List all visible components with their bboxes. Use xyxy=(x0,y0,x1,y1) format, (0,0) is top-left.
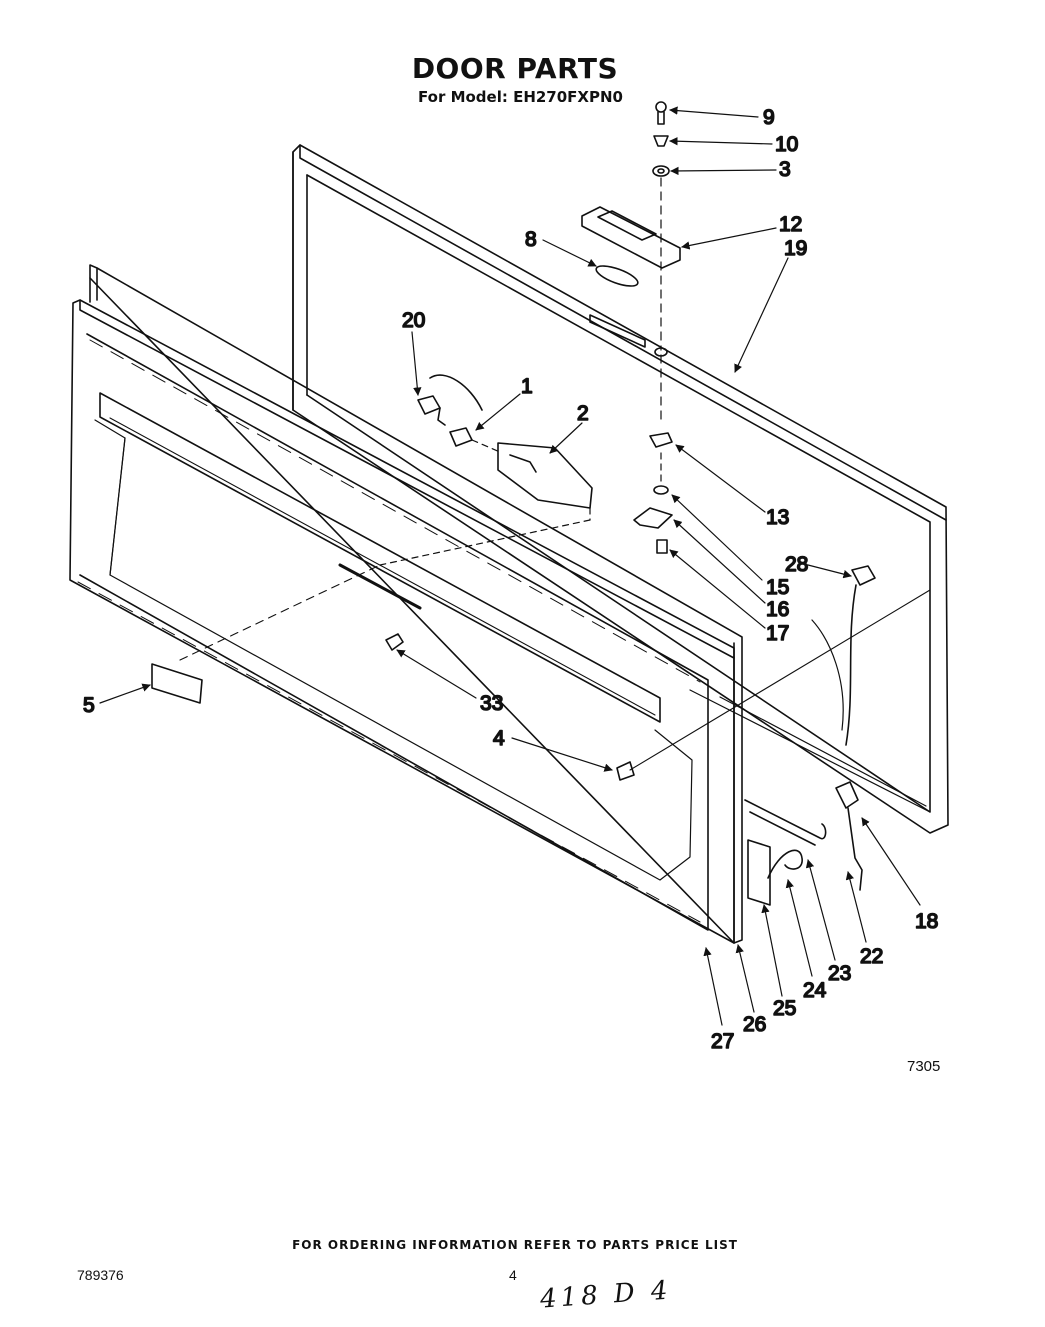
outer-door-panel xyxy=(69,299,735,944)
figure-code: 7305 xyxy=(907,1058,941,1075)
callout-1: 1 xyxy=(521,375,533,398)
callout-4: 4 xyxy=(493,727,505,750)
hinge-top-hardware xyxy=(581,101,681,357)
door-liner-panel xyxy=(292,144,949,834)
callout-28: 28 xyxy=(785,553,808,576)
leader-arrows xyxy=(99,106,921,1026)
callout-8: 8 xyxy=(525,228,537,251)
heater-drain-parts xyxy=(744,565,876,906)
callout-24: 24 xyxy=(803,979,827,1002)
callout-12: 12 xyxy=(779,213,802,236)
callout-2: 2 xyxy=(577,402,589,425)
callout-26: 26 xyxy=(743,1013,766,1036)
model-line: For Model: EH270FXPN0 xyxy=(418,88,623,106)
name-plate-and-screws xyxy=(151,564,931,781)
callout-15: 15 xyxy=(766,576,789,599)
callout-20: 20 xyxy=(402,309,425,332)
hinge-bottom-hardware xyxy=(633,354,673,554)
callout-22: 22 xyxy=(860,945,883,968)
callout-25: 25 xyxy=(773,997,796,1020)
callout-18: 18 xyxy=(915,910,938,933)
page-title: DOOR PARTS xyxy=(411,52,619,85)
callout-17: 17 xyxy=(766,622,789,645)
callout-10: 10 xyxy=(775,133,798,156)
document-number: 789376 xyxy=(77,1267,124,1283)
ordering-note: FOR ORDERING INFORMATION REFER TO PARTS … xyxy=(292,1238,738,1252)
callout-27: 27 xyxy=(711,1030,734,1053)
light-assembly xyxy=(379,374,593,566)
callout-19: 19 xyxy=(784,237,807,260)
callout-3: 3 xyxy=(779,158,791,181)
callout-16: 16 xyxy=(766,598,789,621)
callout-9: 9 xyxy=(763,106,775,129)
page-number: 4 xyxy=(509,1267,517,1283)
callout-33: 33 xyxy=(480,692,503,715)
callout-5: 5 xyxy=(83,694,95,717)
callout-23: 23 xyxy=(828,962,851,985)
callout-13: 13 xyxy=(766,506,789,529)
